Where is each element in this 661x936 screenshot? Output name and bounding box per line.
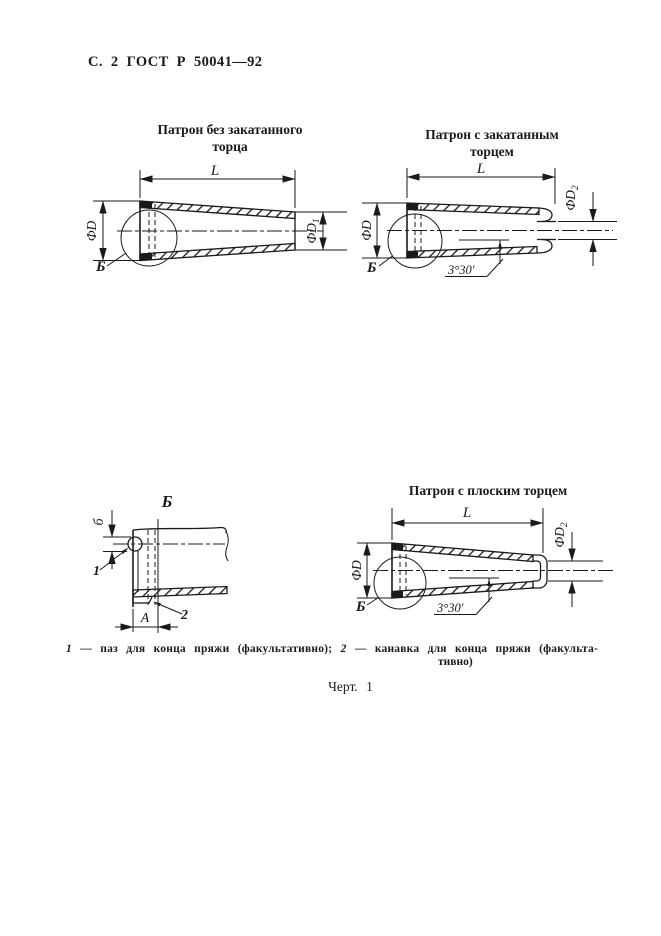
d1-diameter-left-label: ФD	[84, 220, 99, 241]
drawing3-title-line: Патрон с плоским торцем	[408, 483, 568, 498]
d2-length-label: L	[476, 161, 485, 177]
d3-angle-annotation: 3°30'	[434, 577, 499, 615]
drawing-flat-end: L ФD ФD2	[349, 505, 615, 615]
d2-dimension-length: L	[406, 161, 556, 204]
page-header: С. 2 ГОСТ Р 50041—92	[88, 54, 263, 70]
d2-angle-label: 3°30'	[447, 263, 475, 277]
figure-label: Черт. 1	[328, 679, 373, 694]
drawing2-title: Патрон с закатанным торцем	[382, 126, 602, 160]
detail-dimension-width: А	[115, 609, 178, 632]
d1-detail-label: Б	[95, 259, 106, 275]
drawing-rolled-end: L ФD ФD2	[359, 161, 617, 277]
d2-angle-annotation: 3°30'	[445, 239, 509, 277]
detail-depth-label: б	[92, 518, 107, 526]
d1-diameter-right-label: ФD1	[304, 218, 322, 243]
d1-dimension-length: L	[139, 163, 296, 208]
drawing1-title-line1: Патрон без закатанного	[157, 122, 303, 137]
d3-detail-label: Б	[355, 599, 366, 615]
detail-ref1-label: 1	[93, 564, 100, 579]
d3-diameter-left-label: ФD	[349, 560, 364, 581]
d2-dimension-diameter-right: ФD2	[558, 185, 617, 266]
caption-text-1: — паз для конца пряжи (факультативно);	[80, 643, 333, 655]
detail-ref2-label: 2	[180, 608, 188, 623]
d3-diameter-right-label: ФD2	[552, 522, 570, 548]
caption-continuation: тивно)	[438, 656, 473, 668]
caption-text-2: — канавка для конца пряжи (факульта-	[354, 643, 599, 655]
d2-diameter-right-label: ФD2	[563, 185, 581, 211]
d1-dimension-diameter-right: ФD1	[295, 211, 347, 251]
detail-outline	[113, 519, 229, 633]
d3-dimension-diameter-left: ФD	[349, 542, 392, 599]
d3-detail-callout: Б	[355, 556, 427, 615]
d1-cone-outline	[117, 200, 323, 262]
d2-diameter-left-label: ФD	[359, 220, 374, 241]
drawing-open-end: L ФD ФD1 Б	[84, 163, 347, 275]
drawing2-title-line2: торцем	[470, 144, 514, 159]
drawing1-title-line2: торца	[212, 139, 248, 154]
d3-dimension-diameter-right: ФD2	[548, 522, 603, 607]
detail-view-b: Б б 1 2	[92, 492, 229, 633]
detail-width-label: А	[140, 610, 150, 625]
detail-title: Б	[161, 492, 173, 511]
d1-length-label: L	[210, 163, 219, 179]
drawing2-title-line1: Патрон с закатанным	[425, 127, 559, 142]
d1-detail-callout: Б	[95, 209, 178, 275]
figure-caption: 1 — паз для конца пряжи (факультативно);…	[66, 643, 598, 655]
d3-length-label: L	[462, 505, 471, 521]
caption-ref-2: 2	[340, 643, 347, 655]
detail-ref-1: 1	[93, 547, 129, 579]
d2-detail-label: Б	[366, 260, 377, 276]
d2-detail-callout: Б	[366, 213, 443, 276]
d3-cone-outline	[373, 542, 615, 599]
d3-dimension-length: L	[391, 505, 544, 553]
d3-angle-label: 3°30'	[436, 601, 464, 615]
drawing3-title: Патрон с плоским торцем	[374, 482, 602, 499]
d2-dimension-diameter-left: ФD	[359, 202, 407, 259]
drawing1-title: Патрон без закатанного торца	[105, 121, 355, 155]
caption-ref-1: 1	[66, 643, 72, 655]
detail-dimension-depth: б	[92, 510, 131, 569]
detail-ref-2: 2	[153, 601, 188, 623]
